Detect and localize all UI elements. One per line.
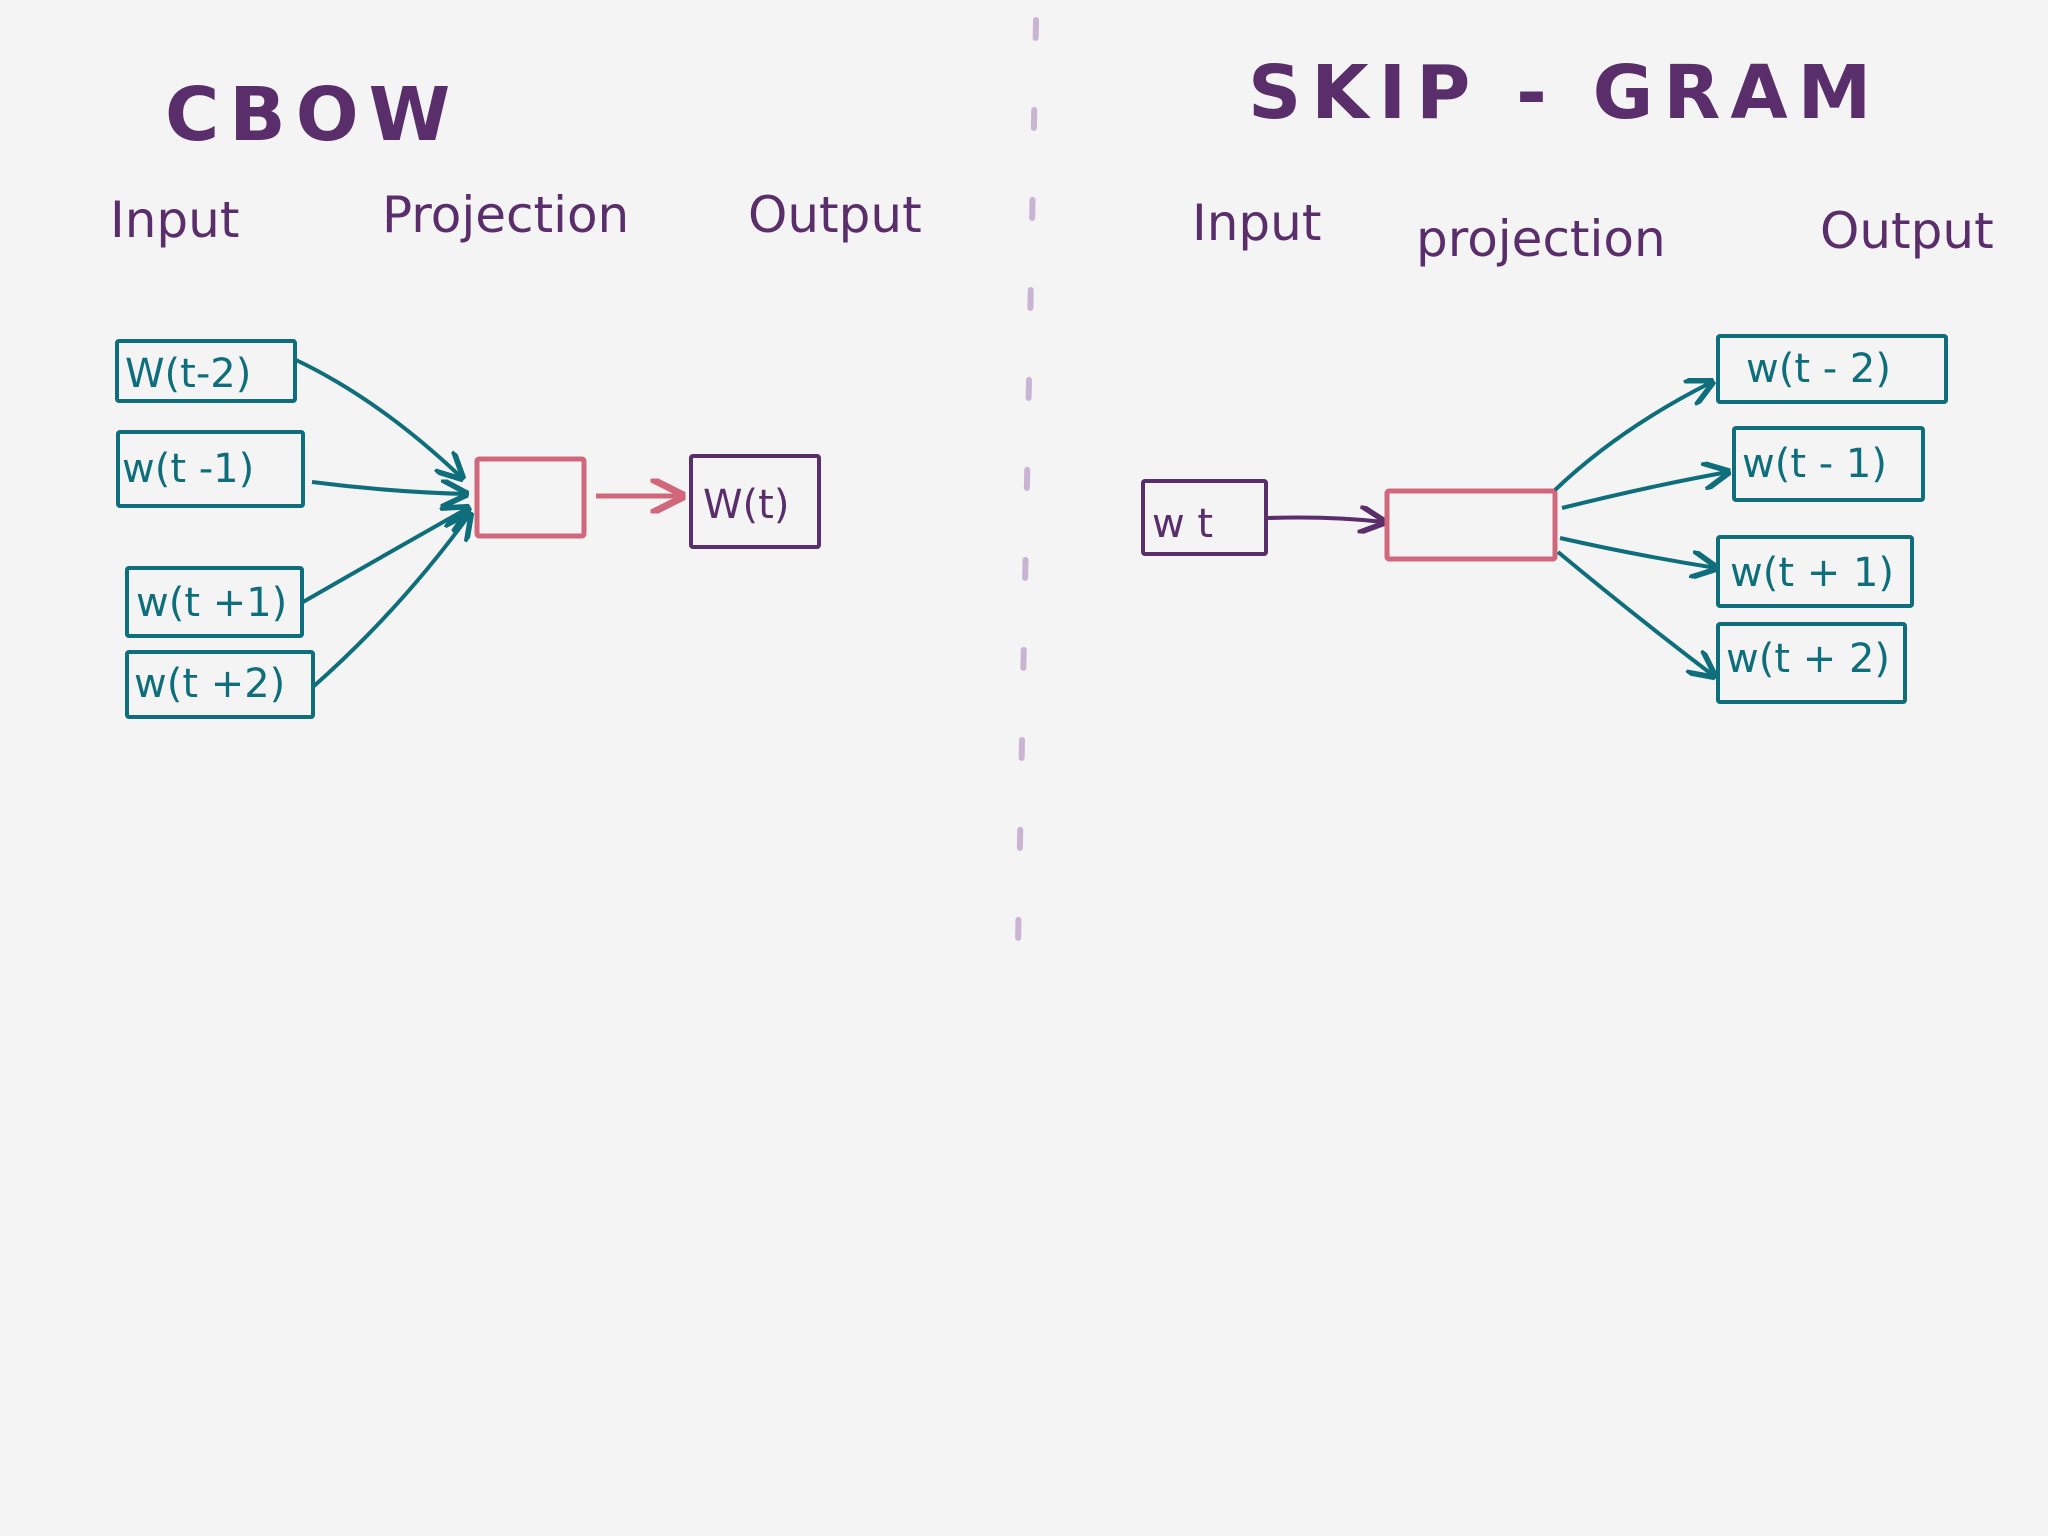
skipgram-projection-box — [1384, 488, 1558, 562]
cbow-input-box-2-label: w(t -1) — [122, 446, 254, 492]
cbow-input-box-4-label: w(t +2) — [134, 661, 285, 707]
skipgram-arrow-2 — [1561, 472, 1728, 510]
skipgram-output-label: Output — [1820, 202, 1994, 260]
cbow-output-box: W(t) — [689, 454, 821, 549]
cbow-arrow-1 — [295, 358, 462, 478]
cbow-output-label: Output — [748, 186, 922, 244]
cbow-input-box-3: w(t +1) — [125, 566, 304, 638]
skipgram-title: SKIP - GRAM — [1248, 50, 1881, 136]
cbow-title: CBOW — [165, 72, 460, 158]
cbow-output-box-label: W(t) — [703, 482, 789, 528]
skipgram-output-box-4-label: w(t + 2) — [1726, 636, 1890, 682]
skipgram-input-box: w t — [1141, 479, 1268, 556]
skipgram-input-arrow — [1267, 518, 1384, 523]
cbow-input-box-1-label: W(t-2) — [125, 351, 251, 397]
skipgram-arrow-3 — [1559, 536, 1716, 568]
cbow-input-label: Input — [110, 191, 239, 249]
skipgram-projection-label: projection — [1416, 210, 1666, 268]
cbow-projection-box — [474, 456, 587, 539]
cbow-projection-label: Projection — [382, 186, 629, 244]
skipgram-output-box-4: w(t + 2) — [1716, 622, 1907, 704]
skipgram-output-box-2: w(t - 1) — [1732, 426, 1925, 502]
cbow-input-box-4: w(t +2) — [125, 650, 315, 719]
skipgram-input-box-label: w t — [1152, 501, 1213, 547]
skipgram-input-label: Input — [1192, 194, 1321, 252]
skipgram-output-box-3: w(t + 1) — [1716, 535, 1914, 608]
cbow-section: CBOW Input Projection Output W(t-2) w(t … — [110, 72, 922, 719]
skipgram-output-box-3-label: w(t + 1) — [1730, 550, 1894, 596]
section-divider — [1015, 17, 1039, 948]
cbow-input-box-1: W(t-2) — [115, 339, 297, 403]
cbow-input-box-2: w(t -1) — [116, 430, 305, 508]
skipgram-section: SKIP - GRAM Input projection Output w t … — [1141, 50, 1994, 704]
skipgram-arrow-1 — [1553, 382, 1712, 492]
skipgram-output-box-2-label: w(t - 1) — [1742, 441, 1887, 487]
skipgram-output-box-1: w(t - 2) — [1716, 334, 1948, 404]
cbow-arrow-2 — [311, 482, 466, 494]
skipgram-output-box-1-label: w(t - 2) — [1746, 346, 1891, 392]
cbow-input-box-3-label: w(t +1) — [136, 580, 287, 626]
cbow-arrow-4 — [312, 514, 470, 688]
cbow-arrow-3 — [302, 508, 468, 604]
skipgram-arrow-4 — [1556, 550, 1714, 676]
